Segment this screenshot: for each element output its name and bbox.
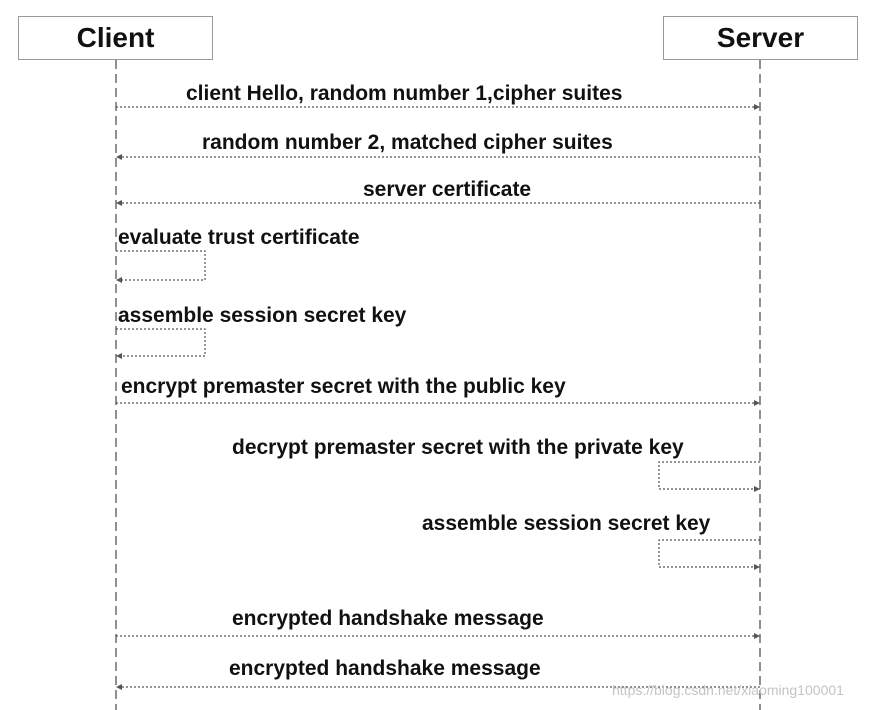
server-participant: Server <box>663 16 858 60</box>
message-arrow-8 <box>658 539 760 568</box>
message-label-1: client Hello, random number 1,cipher sui… <box>186 82 623 105</box>
message-label-7: decrypt premaster secret with the privat… <box>232 436 684 459</box>
message-arrowhead-4 <box>116 277 122 283</box>
message-arrowhead-3 <box>116 200 122 206</box>
watermark: https://blog.csdn.net/xiaoming100001 <box>612 682 844 698</box>
message-arrowhead-2 <box>116 154 122 160</box>
message-arrowhead-5 <box>116 353 122 359</box>
message-label-9: encrypted handshake message <box>232 607 544 630</box>
client-participant: Client <box>18 16 213 60</box>
message-label-10: encrypted handshake message <box>229 657 541 680</box>
message-arrow-4 <box>116 250 206 281</box>
message-label-3: server certificate <box>363 178 532 201</box>
message-arrowhead-9 <box>754 633 760 639</box>
message-label-8: assemble session secret key <box>422 512 711 535</box>
message-arrow-5 <box>116 328 206 357</box>
message-arrowhead-1 <box>754 104 760 110</box>
message-arrowhead-10 <box>116 684 122 690</box>
message-arrowhead-7 <box>754 486 760 492</box>
message-arrowhead-8 <box>754 564 760 570</box>
message-label-6: encrypt premaster secret with the public… <box>121 375 566 398</box>
message-arrow-7 <box>658 461 760 490</box>
message-label-4: evaluate trust certificate <box>118 226 360 249</box>
message-label-5: assemble session secret key <box>118 304 407 327</box>
message-label-2: random number 2, matched cipher suites <box>202 131 613 154</box>
message-arrowhead-6 <box>754 400 760 406</box>
